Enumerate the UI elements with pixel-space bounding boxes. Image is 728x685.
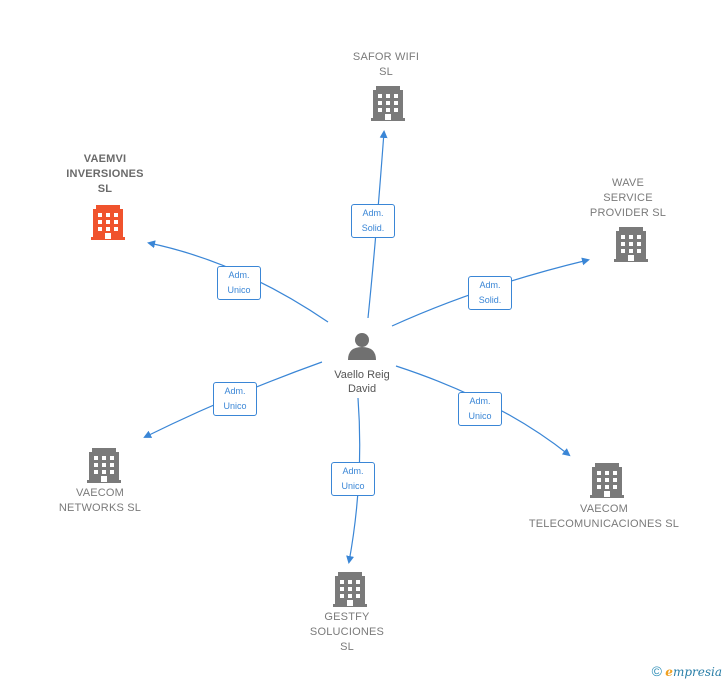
building-icon-gestfy[interactable] <box>333 572 367 607</box>
person-name[interactable]: Vaello Reig David <box>334 369 390 395</box>
company-name-networks[interactable]: VAECOM NETWORKS SL <box>58 487 142 514</box>
company-name-telecom[interactable]: VAECOM TELECOMUNICACIONES SL <box>528 503 680 530</box>
person-icon[interactable] <box>348 333 376 360</box>
edge-label-vaemvi[interactable]: Adm. Unico <box>217 266 261 300</box>
company-name-vaemvi[interactable]: VAEMVI INVERSIONES SL <box>66 153 144 195</box>
copyright-icon: © <box>651 663 662 679</box>
company-name-safor[interactable]: SAFOR WIFI SL <box>352 51 420 78</box>
company-name-wave[interactable]: WAVE SERVICE PROVIDER SL <box>589 177 667 219</box>
footer-brand: © empresia <box>652 663 722 679</box>
edge-label-safor[interactable]: Adm. Solid. <box>351 204 395 238</box>
building-icon-vaemvi[interactable] <box>91 205 125 240</box>
edge-label-telecom[interactable]: Adm. Unico <box>458 392 502 426</box>
brand-logo: empresia <box>665 665 722 679</box>
building-icon-telecom[interactable] <box>590 463 624 498</box>
company-name-gestfy[interactable]: GESTFY SOLUCIONES SL <box>309 611 385 653</box>
building-icon-wave[interactable] <box>614 227 648 262</box>
building-icon-safor[interactable] <box>371 86 405 121</box>
edge-label-gestfy[interactable]: Adm. Unico <box>331 462 375 496</box>
building-icon-networks[interactable] <box>87 448 121 483</box>
edge-label-wave[interactable]: Adm. Solid. <box>468 276 512 310</box>
edge-label-networks[interactable]: Adm. Unico <box>213 382 257 416</box>
